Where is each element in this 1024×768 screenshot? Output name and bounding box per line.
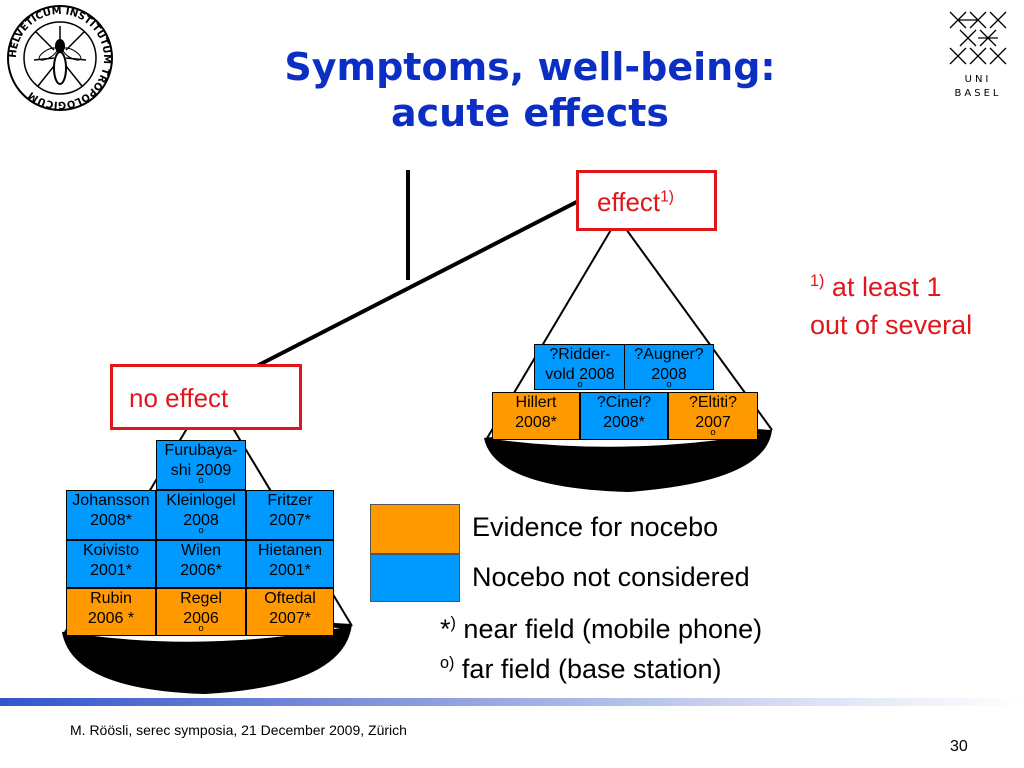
slide-title: Symptoms, well-being: acute effects [180,44,880,136]
institute-seal-logo: HELVETICUM INSTITUTUM TROPOLOGICUM [7,5,113,111]
title-line-2: acute effects [390,91,670,135]
legend-swatch-blue [370,554,460,602]
study-cell: Rubin 2006 * [66,588,156,636]
near-field-note: *) near field (mobile phone) [440,614,763,644]
effect-superscript: 1) [660,188,674,206]
study-cell: Hillert 2008* [492,392,580,440]
effect-footnote: 1) at least 1 out of several [810,268,972,344]
footer-divider [0,698,1024,706]
no-effect-label: no effect [129,383,229,413]
study-cell: Koivisto 2001* [66,540,156,588]
study-cell: Johansson 2008* [66,490,156,540]
study-cell: Fritzer 2007* [246,490,334,540]
study-cell: Hietanen 2001* [246,540,334,588]
effect-label: effect [597,187,661,217]
effect-footnote-mark: 1) [810,272,825,290]
legend-orange-label: Evidence for nocebo [472,512,719,542]
legend-swatch-orange [370,504,460,554]
footer-text: M. Röösli, serec symposia, 21 December 2… [70,722,407,738]
far-field-note: o) far field (base station) [440,654,722,684]
legend-blue-label: Nocebo not considered [472,562,750,592]
no-effect-label-box: no effect [110,364,302,430]
title-line-1: Symptoms, well-being: [284,45,776,89]
effect-footnote-line-1: at least 1 [831,272,942,302]
study-cell: ?Cinel? 2008* [580,392,668,440]
page-number: 30 [950,738,968,755]
study-cell: Oftedal 2007* [246,588,334,636]
study-cell: Wilen 2006* [156,540,246,588]
effect-footnote-line-2: out of several [810,310,973,340]
svg-text:BASEL: BASEL [955,88,1002,99]
effect-label-box: effect1) [576,170,717,231]
svg-text:UNI: UNI [965,74,992,85]
scale-beam [209,188,601,392]
uni-basel-logo: UNI BASEL [949,11,1007,99]
balance-scale [62,170,773,694]
